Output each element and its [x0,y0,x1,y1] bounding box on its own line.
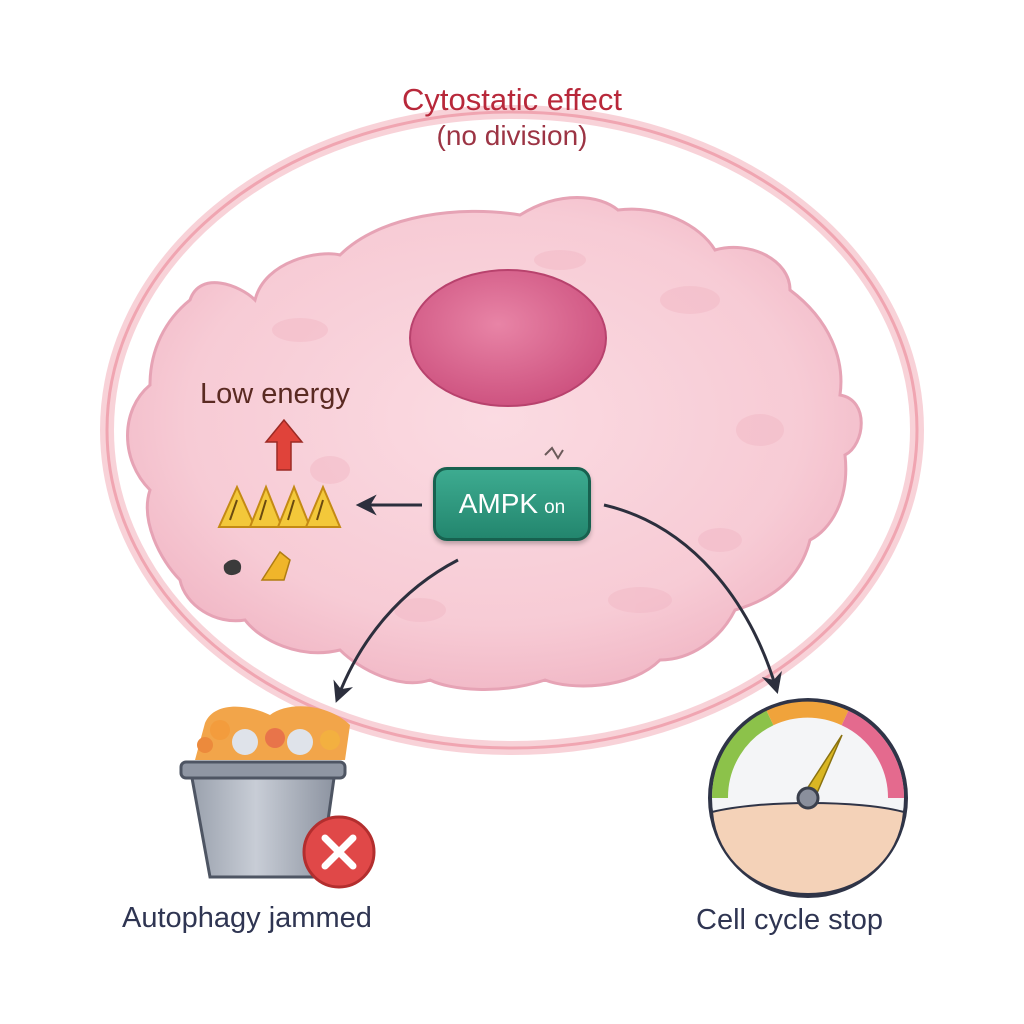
gauge-icon [708,698,908,898]
trash-bin-icon [179,706,350,879]
error-x-icon [302,815,376,889]
cell-cycle-caption: Cell cycle stop [696,904,883,936]
low-energy-label: Low energy [200,378,350,410]
cell-texture [272,250,784,622]
diagram-title: Cytostatic effect [402,82,622,117]
ampk-switch-node[interactable]: AMPK on [433,467,591,541]
arrow-ampk-to-cell-cycle [603,503,782,695]
spark-icon [544,446,564,460]
ampk-state-label: on [544,497,566,518]
atp-warning-icon [217,484,342,581]
ampk-label: AMPK [458,488,539,519]
nucleus [409,269,607,407]
cytostatic-halo-inner [105,110,919,750]
up-arrow-icon [264,418,304,471]
diagram-subtitle: (no division) [436,120,588,151]
arrow-ampk-to-autophagy [333,558,459,703]
autophagy-caption: Autophagy jammed [122,902,372,934]
